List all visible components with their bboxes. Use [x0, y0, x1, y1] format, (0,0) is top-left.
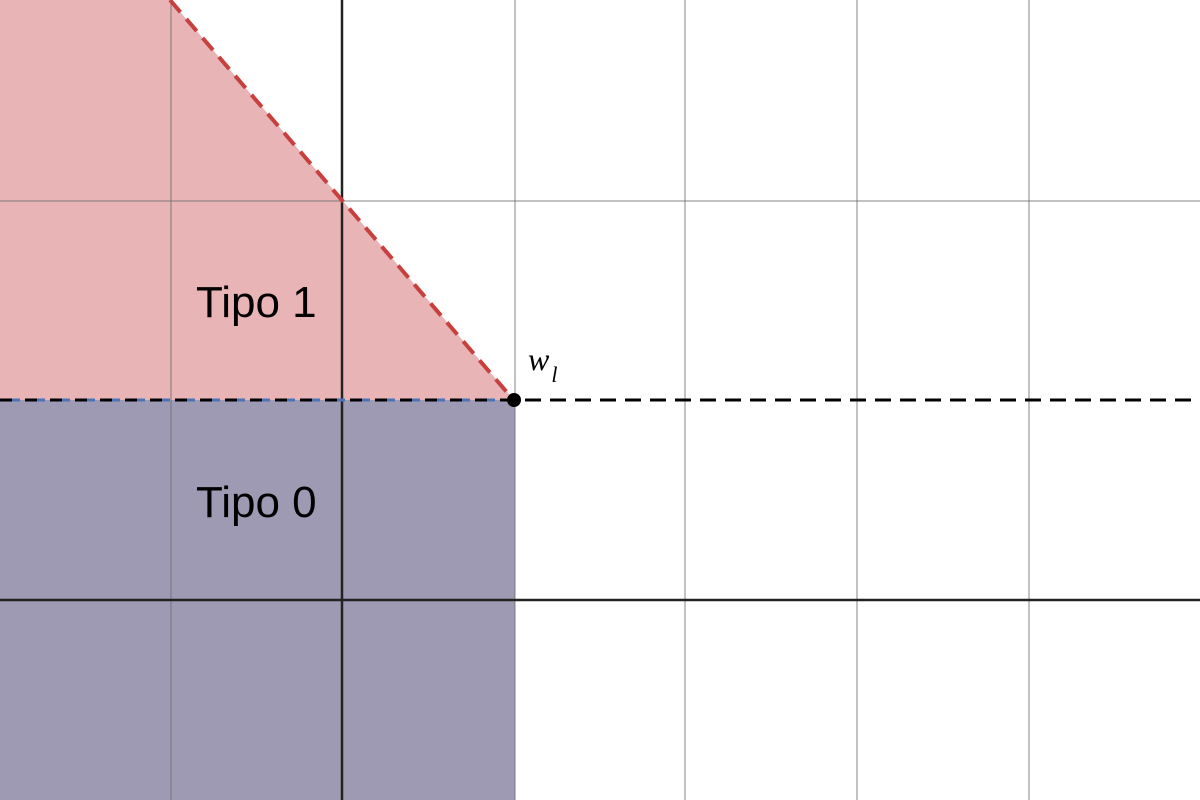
tipo-1-region — [0, 0, 514, 400]
tipo-1-label: Tipo 1 — [196, 278, 317, 327]
point-wl-label: w l — [528, 341, 557, 387]
point-wl-subscript: l — [551, 362, 557, 387]
tipo-1-boundary-line — [168, 0, 513, 399]
point-wl-main: w — [528, 341, 550, 377]
point-wl-icon — [507, 393, 521, 407]
tipo-0-label: Tipo 0 — [196, 478, 317, 527]
